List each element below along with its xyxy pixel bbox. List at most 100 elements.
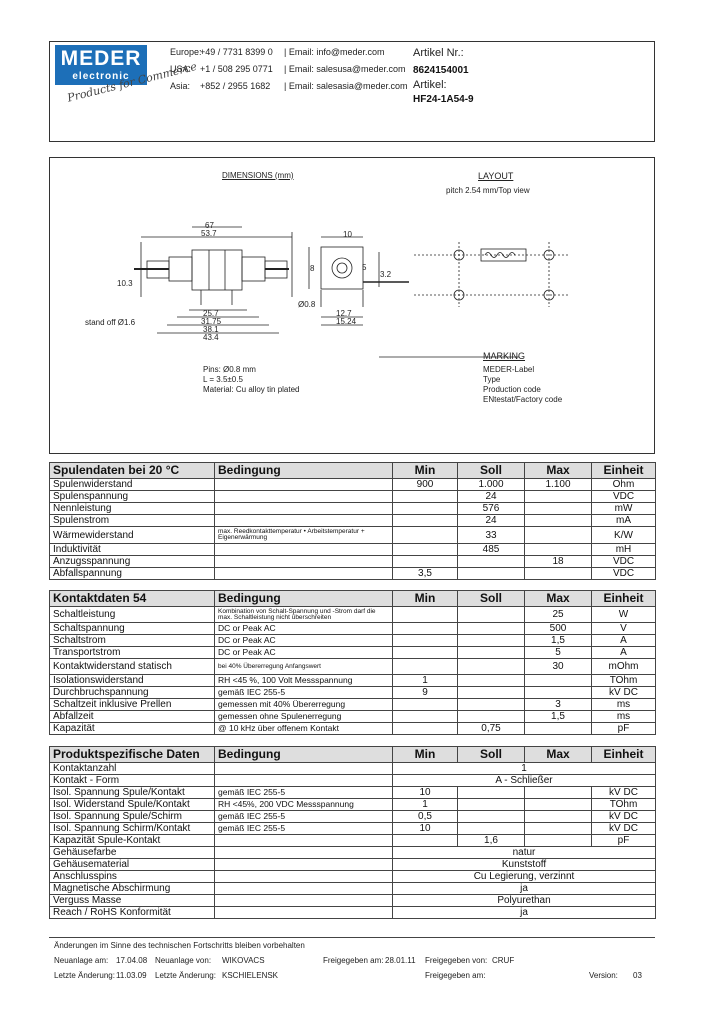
row-max (524, 490, 592, 503)
row-name: Abfallspannung (49, 567, 215, 580)
row-name: Anzugsspannung (49, 555, 215, 568)
row-max (524, 822, 592, 835)
row-cond: DC or Peak AC (214, 646, 393, 659)
row-name: Kontaktanzahl (49, 762, 215, 775)
dim-38-1: 38.1 (203, 325, 219, 334)
col-bedingung: Bedingung (214, 746, 393, 763)
row-unit: V (591, 622, 656, 635)
contact-email-usa[interactable]: | Email: salesusa@meder.com (284, 64, 406, 74)
layout-pin-1 (453, 249, 465, 261)
row-min: 9 (392, 686, 458, 699)
row-name: Isol. Spannung Spule/Schirm (49, 810, 215, 823)
row-soll (457, 634, 525, 647)
artikel-nr-value: 8624154001 (413, 65, 469, 76)
row-max: 1.100 (524, 478, 592, 491)
row-cond (214, 514, 393, 527)
contact-email-europe[interactable]: | Email: info@meder.com (284, 47, 385, 57)
row-min (392, 622, 458, 635)
row-soll (457, 567, 525, 580)
row-min: 10 (392, 786, 458, 799)
row-cond (214, 858, 393, 871)
row-max: 25 (524, 606, 592, 623)
row-soll (457, 622, 525, 635)
row-cond (214, 478, 393, 491)
contact-phone-asia: +852 / 2955 1682 (200, 81, 271, 91)
logo-line2: electronic (72, 71, 130, 82)
row-min (392, 606, 458, 623)
row-name: Spulenwiderstand (49, 478, 215, 491)
row-max: 18 (524, 555, 592, 568)
kontaktdaten-table: Kontaktdaten 54 Bedingung Min Soll Max E… (49, 590, 656, 735)
relay-end-view (320, 246, 364, 290)
contact-phone-usa: +1 / 508 295 0771 (200, 64, 273, 74)
row-soll (457, 686, 525, 699)
table-title: Spulendaten bei 20 °C (49, 462, 215, 479)
marking-line-2: Type (483, 375, 501, 384)
marking-line-4: ENtestat/Factory code (483, 395, 563, 404)
dimensions-title: DIMENSIONS (mm) (222, 171, 294, 180)
row-soll (457, 606, 525, 623)
row-unit: ms (591, 698, 656, 711)
row-min (392, 698, 458, 711)
row-unit: VDC (591, 567, 656, 580)
row-soll (457, 822, 525, 835)
row-cond: gemäß IEC 255-5 (214, 786, 393, 799)
contact-region-usa: USA: (170, 64, 192, 74)
row-span-value: Cu Legierung, verzinnt (392, 870, 656, 883)
row-min (392, 526, 458, 544)
dim-10: 10 (343, 230, 352, 239)
row-unit: VDC (591, 490, 656, 503)
col-max: Max (524, 746, 592, 763)
table-header-row: Spulendaten bei 20 °C Bedingung Min Soll… (49, 462, 656, 479)
dim-31-75: 31.75 (201, 317, 222, 326)
contact-email-asia[interactable]: | Email: salesasia@meder.com (284, 81, 408, 91)
drawing-box (49, 157, 655, 454)
artikel-nr-label: Artikel Nr.: (413, 47, 464, 59)
dim-0-8: Ø0.8 (298, 300, 316, 309)
col-soll: Soll (457, 590, 525, 607)
row-min (392, 514, 458, 527)
letzte-aenderung-label: Letzte Änderung: (54, 971, 115, 980)
row-soll (457, 786, 525, 799)
row-cond: DC or Peak AC (214, 622, 393, 635)
row-unit: kV DC (591, 810, 656, 823)
table-header-row: Kontaktdaten 54 Bedingung Min Soll Max E… (49, 590, 656, 607)
contact-phone-europe: +49 / 7731 8399 0 (200, 47, 273, 57)
row-soll: 1.000 (457, 478, 525, 491)
col-einheit: Einheit (591, 590, 656, 607)
row-cond (214, 834, 393, 847)
row-min: 0,5 (392, 810, 458, 823)
row-min (392, 658, 458, 675)
row-soll: 24 (457, 490, 525, 503)
footer-notice: Änderungen im Sinne des technischen Fort… (54, 941, 305, 950)
row-name: Transportstrom (49, 646, 215, 659)
header-box (49, 41, 655, 142)
letzte-aenderung-von-value: KSCHIELENSK (222, 971, 279, 980)
row-name: Kontakt - Form (49, 774, 215, 787)
artikel-value: HF24-1A54-9 (413, 94, 474, 105)
dim-43-4: 43.4 (203, 333, 219, 342)
row-name: Nennleistung (49, 502, 215, 515)
dim-3-2: 3.2 (380, 270, 392, 279)
version-value: 03 (633, 971, 642, 980)
row-cond (214, 567, 393, 580)
row-min (392, 834, 458, 847)
row-soll: 1,6 (457, 834, 525, 847)
row-min (392, 634, 458, 647)
row-unit: A (591, 634, 656, 647)
neuanlage-von-value: WIKOVACS (222, 956, 265, 965)
row-cond: @ 10 kHz über offenem Kontakt (214, 722, 393, 735)
row-cond: Kombination von Schalt-Spannung und -Str… (214, 606, 393, 623)
row-cond (214, 490, 393, 503)
row-unit: Ohm (591, 478, 656, 491)
